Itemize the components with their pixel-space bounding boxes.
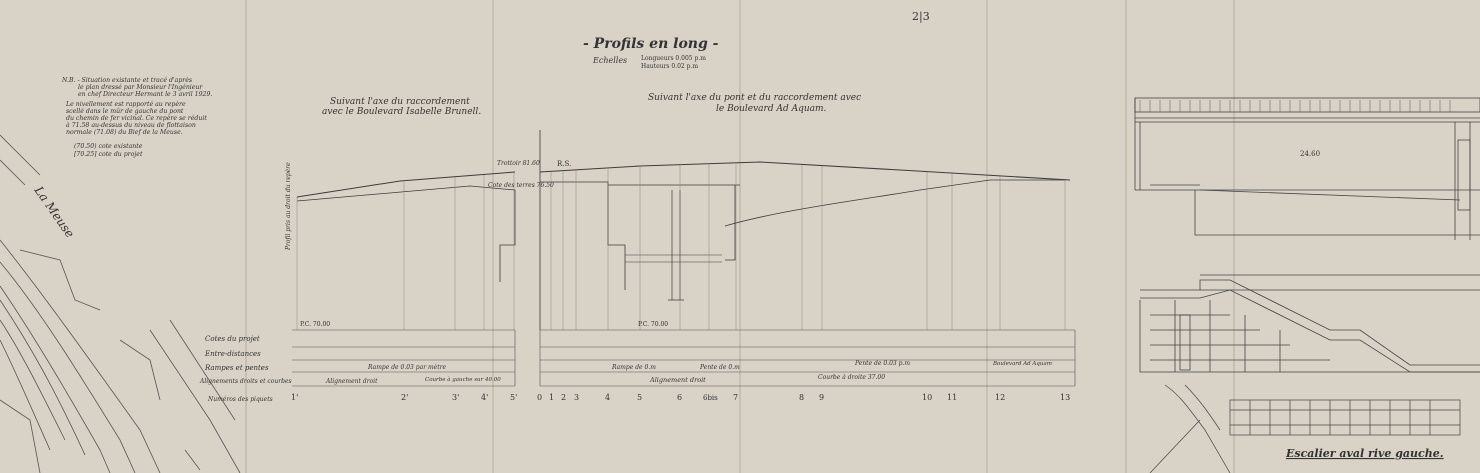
peg-number: 3' — [452, 393, 459, 402]
peg-number: 1' — [291, 393, 298, 402]
paper-folds — [245, 0, 1235, 473]
table-row-labels: Cotes du projet Entre-distances Rampes e… — [199, 335, 292, 403]
peg-number: 3 — [574, 393, 579, 402]
align-left-curve: Courbe à gauche sur 40.00 — [425, 376, 501, 383]
profile-headings: Suivant l'axe du raccordement avec le Bo… — [322, 93, 861, 117]
row-label-distances: Entre-distances — [204, 350, 261, 358]
left-profile-heading-1: Suivant l'axe du raccordement — [330, 97, 470, 107]
ramp-right-1: Rampe de 0.m — [611, 364, 656, 371]
note-line: Le nivellement est rapporté au repère — [65, 101, 186, 108]
note-line: en chef Directeur Hermant le 3 avril 192… — [78, 91, 212, 98]
scale-heights: Hauteurs 0.02 p.m — [641, 63, 698, 70]
right-profile-heading-1: Suivant l'axe du pont et du raccordement… — [648, 93, 861, 103]
peg-number: 9 — [819, 393, 824, 402]
peg-number: 2 — [561, 393, 566, 402]
peg-number: 10 — [922, 393, 932, 402]
drawing-title: - Profils en long - — [583, 36, 719, 52]
row-label-cotes: Cotes du projet — [205, 335, 260, 343]
bridge-caption: Escalier aval rive gauche. — [1285, 447, 1444, 460]
notes-block: N.B. - Situation existante et tracé d'ap… — [61, 77, 212, 158]
river-label: La Meuse — [31, 183, 77, 240]
row-label-rampes: Rampes et pentes — [204, 364, 269, 372]
peg-number: 1 — [549, 393, 554, 402]
peg-number: 4' — [481, 393, 488, 402]
left-peg-numbers: 1' 2' 3' 4' 5' — [291, 393, 517, 402]
legend-project: [70.25] cote du projet — [74, 151, 143, 158]
right-peg-numbers: 0 1 2 3 4 5 6 6bis 7 8 9 10 11 12 13 — [537, 393, 1070, 402]
label-cote: Cote des terres 76.50 — [488, 182, 554, 189]
ramp-left: Rampe de 0.03 par mètre — [367, 364, 446, 371]
legend-existing: (70.50) cote existante — [74, 143, 143, 150]
profile-table — [292, 329, 1076, 387]
site-map — [0, 134, 241, 473]
note-line: scellé dans le mûr de gauche du pont — [66, 108, 184, 115]
row-label-piquets: Numéros des piquets — [207, 396, 273, 403]
right-profile-heading-2: le Boulevard Ad Aquam. — [716, 104, 827, 114]
stair-elevation — [1139, 274, 1480, 373]
peg-number: 2' — [401, 393, 408, 402]
stair-plan — [1149, 384, 1461, 473]
plan-ref-right: P.C. 70.00 — [638, 321, 668, 328]
row-label-alignements: Alignements droits et courbes — [199, 378, 292, 385]
profile-guides — [296, 162, 1066, 330]
peg-number: 8 — [799, 393, 804, 402]
peg-number: 11 — [947, 393, 957, 402]
peg-number: 6 — [677, 393, 682, 402]
note-line: N.B. - Situation existante et tracé d'ap… — [61, 77, 192, 84]
bridge-elevation — [1134, 97, 1480, 240]
peg-number: 6bis — [703, 394, 718, 402]
profile-lines — [296, 130, 1071, 330]
label-trottoir: Trottoir 81.60 — [497, 160, 540, 167]
align-right-curve: Courbe à droite 37.00 — [818, 374, 885, 381]
note-line: normale (71.08) du Bief de la Meuse. — [66, 129, 183, 136]
peg-number: 13 — [1060, 393, 1070, 402]
note-line: à 71.58 au-dessus du niveau de flottaiso… — [66, 122, 196, 129]
axis-caption: Profil pris au droit du repère — [285, 162, 292, 251]
bridge-dimension: 24.60 — [1300, 150, 1320, 158]
peg-number: 0 — [537, 393, 542, 402]
ramp-right-4: Boulevard Ad Aquam — [992, 361, 1052, 367]
scale-lengths: Longueurs 0.005 p.m — [641, 55, 706, 62]
left-profile-heading-2: avec le Boulevard Isabelle Brunell. — [322, 107, 481, 117]
plan-ref-left: P.C. 70.00 — [300, 321, 330, 328]
sheet-number: 2|3 — [912, 10, 930, 24]
peg-number: 12 — [995, 393, 1005, 402]
peg-number: 7 — [733, 393, 738, 402]
ramp-right-2: Pente de 0.m — [699, 364, 740, 371]
balustrade — [1139, 100, 1451, 112]
label-rs: R.S. — [557, 160, 571, 168]
scales-label: Echelles — [592, 56, 627, 65]
note-line: le plan dressé par Monsieur l'Ingénieur — [78, 84, 203, 91]
peg-number: 5' — [510, 393, 517, 402]
ramp-right-3: Pente de 0.03 p.m — [854, 360, 910, 367]
align-left: Alignement droit — [325, 378, 378, 385]
note-line: du chemin de fer vicinal. Ce repère se r… — [66, 115, 207, 122]
align-right: Alignement droit — [649, 376, 706, 384]
peg-number: 4 — [605, 393, 610, 402]
peg-number: 5 — [637, 393, 642, 402]
